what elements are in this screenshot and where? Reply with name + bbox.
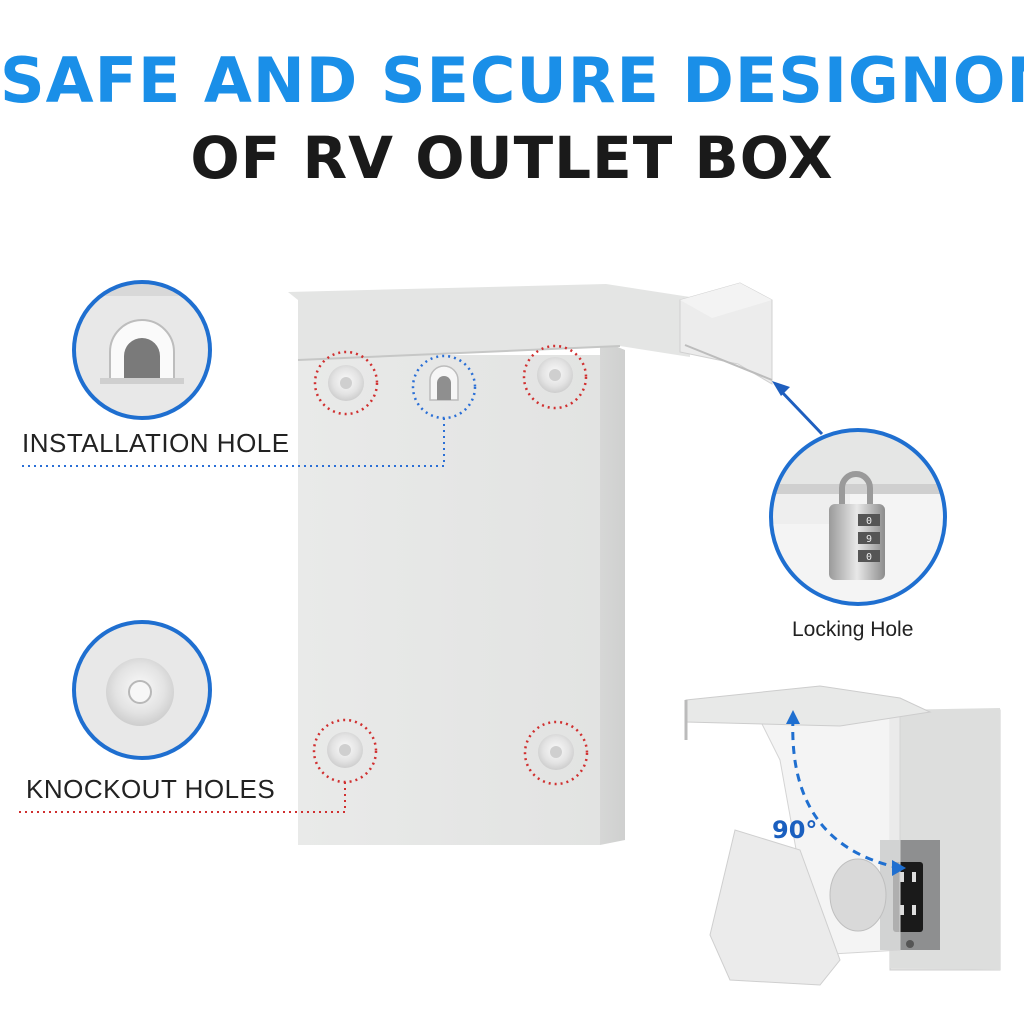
installation-leader-line xyxy=(18,418,445,467)
svg-text:9: 9 xyxy=(866,534,872,545)
knockout-hole-zoom xyxy=(72,620,212,760)
angle-label: 90° xyxy=(772,816,817,844)
box-lid xyxy=(288,284,690,360)
box-front-panel xyxy=(298,355,600,845)
padlock-shackle-icon xyxy=(839,471,873,506)
headline-line-1: SAFE AND SECURE DESIGNON xyxy=(0,44,1024,117)
installation-hole-label: INSTALLATION HOLE xyxy=(22,428,290,458)
installation-hole-zoom xyxy=(72,280,212,420)
locking-hole-zoom: 0 9 0 xyxy=(769,428,947,606)
outlet-box-open-view: 90° xyxy=(684,685,1001,986)
knockout-leader-line xyxy=(18,782,346,813)
svg-text:0: 0 xyxy=(866,516,872,527)
rotation-arc-arrow xyxy=(791,717,901,870)
knockout-hole-top-left xyxy=(313,350,379,416)
knockout-hole-bottom-right xyxy=(523,720,589,786)
headline-line-2: OF RV OUTLET BOX xyxy=(190,124,834,192)
locking-arrow xyxy=(772,381,824,436)
outlet-box-main xyxy=(288,282,773,845)
box-side-panel xyxy=(600,340,625,845)
locking-hole-label: Locking Hole xyxy=(792,618,914,641)
knockout-hole-top-right xyxy=(522,344,588,410)
svg-text:0: 0 xyxy=(866,552,872,563)
knockout-holes-label: KNOCKOUT HOLES xyxy=(26,774,276,804)
